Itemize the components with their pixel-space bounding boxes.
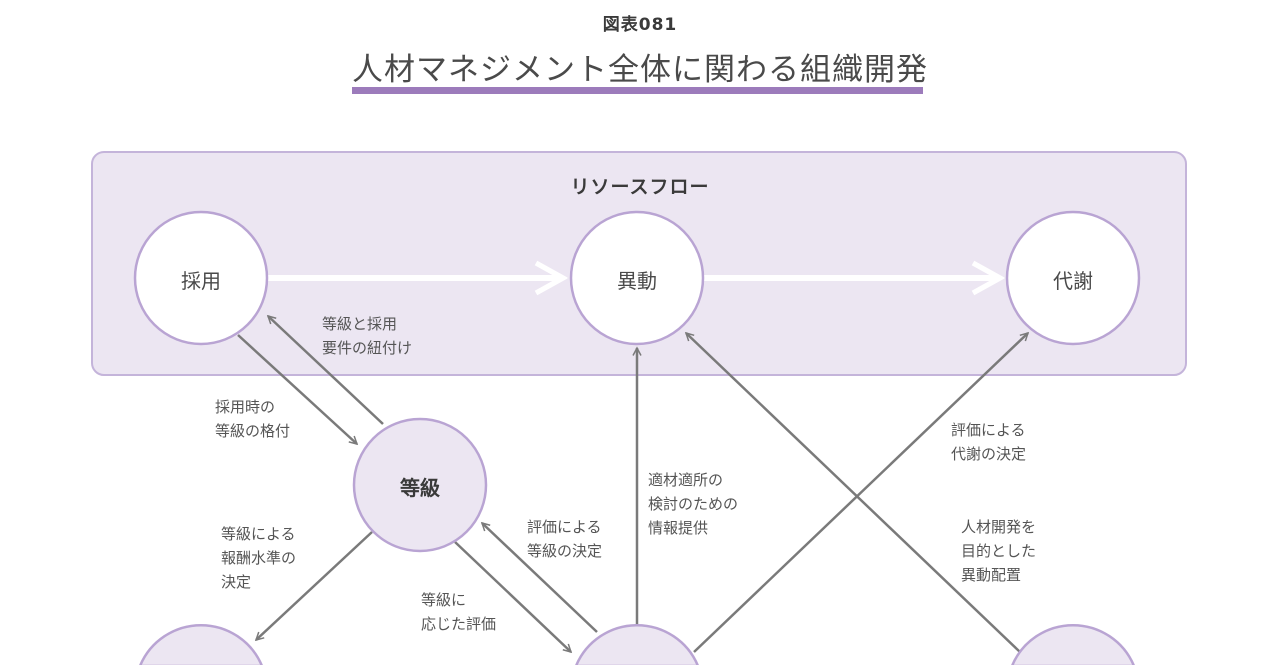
arrow-grade-to-hiring	[268, 316, 384, 425]
node-exit-label: 代謝	[1053, 269, 1093, 293]
node-grade-label: 等級	[400, 476, 440, 500]
node-evaluation	[575, 624, 699, 665]
node-grade	[352, 417, 488, 553]
node-exit	[1005, 210, 1141, 346]
arrow-hiring-to-grade	[237, 334, 357, 444]
resource-flow-title: リソースフロー	[570, 176, 710, 198]
figure-number: 図表081	[602, 15, 678, 35]
node-hiring	[133, 210, 269, 346]
arrow-eval-to-exit	[693, 333, 1028, 653]
arrow-grade-to-eval	[454, 541, 571, 652]
figure-title: 人材マネジメント全体に関わる組織開発	[352, 52, 928, 88]
edge-label-info-for-placement: 適材適所の 検討のための 情報提供	[648, 471, 739, 537]
node-transfer-label: 異動	[617, 269, 657, 293]
edge-label-eval-grade-decision: 評価による 等級の決定	[527, 518, 603, 560]
arrow-development-to-transfer	[686, 333, 1021, 653]
arrow-grade-to-pay	[256, 531, 373, 640]
edge-label-grade-based-eval: 等級に 応じた評価	[421, 591, 497, 633]
title-underline	[352, 87, 923, 94]
node-transfer	[569, 210, 705, 346]
edge-label-hiring-grade-assign: 採用時の 等級の格付	[215, 398, 291, 440]
arrow-eval-to-grade	[482, 523, 598, 633]
edge-label-grade-pay-level: 等級による 報酬水準の 決定	[221, 525, 297, 591]
edge-label-eval-exit-decision: 評価による 代謝の決定	[951, 421, 1027, 463]
node-pay	[139, 624, 263, 665]
edge-label-grade-hiring-link: 等級と採用 要件の紐付け	[322, 315, 413, 357]
node-hiring-label: 採用	[181, 269, 221, 293]
node-development	[1011, 624, 1135, 665]
edge-label-dev-transfer: 人材開発を 目的とした 異動配置	[961, 518, 1037, 584]
